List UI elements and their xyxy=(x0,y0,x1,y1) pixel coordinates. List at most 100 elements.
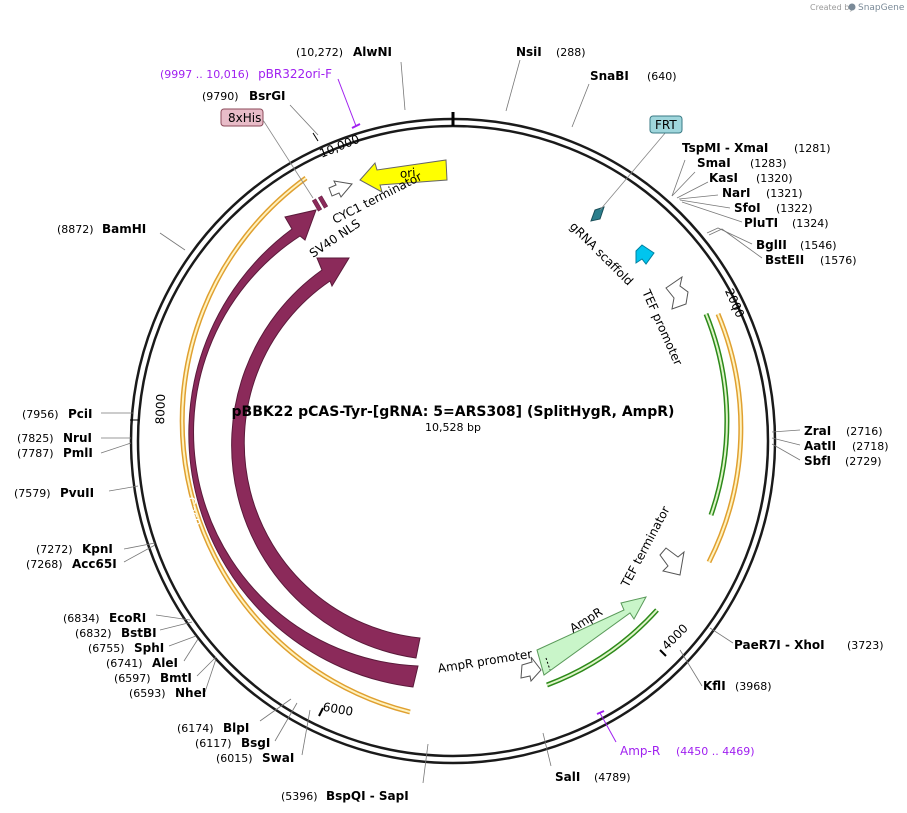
site-name-bmti[interactable]: BmtI xyxy=(160,671,192,685)
site-name-nsii[interactable]: NsiI xyxy=(516,45,542,59)
his-tag-box[interactable] xyxy=(220,108,264,127)
site-pos-snabi: (640) xyxy=(647,70,677,83)
site-name-aatii[interactable]: AatII xyxy=(804,439,836,453)
site-pos-swai: (6015) xyxy=(216,752,253,765)
site-name-ecori[interactable]: EcoRI xyxy=(109,611,146,625)
orf-arc-green-hyg-inner xyxy=(705,313,728,516)
site-pos-bsrgi: (9790) xyxy=(202,90,239,103)
ampr-promoter-arrow[interactable] xyxy=(520,656,542,683)
site-pos-nhei: (6593) xyxy=(129,687,166,700)
tick-label-10000: 10,000 xyxy=(317,132,361,161)
site-pos-alwni: (10,272) xyxy=(296,46,343,59)
site-name-bsrgi[interactable]: BsrGI xyxy=(249,89,286,103)
site-name-bglii[interactable]: BglII xyxy=(756,238,787,252)
primer-ampr-leader xyxy=(599,712,617,743)
credit-brand: SnapGene xyxy=(858,3,905,13)
site-pos-kfli: (3968) xyxy=(735,680,772,693)
site-name-kpni[interactable]: KpnI xyxy=(82,542,113,556)
snapgene-logo-icon xyxy=(848,3,856,11)
tick-label-6000: 6000 xyxy=(322,700,355,719)
ori-label: ori xyxy=(399,166,416,181)
grna-scaffold-label: gRNA scaffold xyxy=(567,219,636,288)
primer-ampr-name: Amp-R xyxy=(620,744,660,758)
tef-promoter-arrow[interactable] xyxy=(665,275,689,310)
site-pos-sali: (4789) xyxy=(594,771,631,784)
cas9-inner-arrow[interactable] xyxy=(231,257,421,659)
site-pos-smai: (1283) xyxy=(750,157,787,170)
site-pos-sphi: (6755) xyxy=(88,642,125,655)
tick-10000 xyxy=(312,132,319,142)
site-pos-bsteii: (1576) xyxy=(820,254,857,267)
site-name-nhei[interactable]: NheI xyxy=(175,686,206,700)
site-name-blpi[interactable]: BlpI xyxy=(223,721,249,735)
ori-arrow[interactable] xyxy=(359,159,448,194)
site-name-kasi[interactable]: KasI xyxy=(709,171,738,185)
site-pos-bmti: (6597) xyxy=(114,672,151,685)
primer-pbr322ori-range: (9997 .. 10,016) xyxy=(160,68,249,81)
site-name-sali[interactable]: SalI xyxy=(555,770,580,784)
site-name-alwni[interactable]: AlwNI xyxy=(353,45,392,59)
site-pos-sbfi: (2729) xyxy=(845,455,882,468)
site-name-pluti[interactable]: PluTI xyxy=(744,216,778,230)
site-name-pvuii[interactable]: PvuII xyxy=(60,486,94,500)
site-name-zrai[interactable]: ZraI xyxy=(804,424,831,438)
site-pos-bamhi: (8872) xyxy=(57,223,94,236)
orf-arc-cas9-inner xyxy=(181,177,411,713)
site-name-pcii[interactable]: PciI xyxy=(68,407,93,421)
site-name-bsgi[interactable]: BsgI xyxy=(241,736,270,750)
orf-arc-hygr-inner xyxy=(708,313,742,563)
primer-ampr-mark xyxy=(596,710,605,715)
his-tag-label: 8xHis xyxy=(228,111,261,125)
site-pos-pcii: (7956) xyxy=(22,408,59,421)
site-pos-bsgi: (6117) xyxy=(195,737,232,750)
site-name-sbfi[interactable]: SbfI xyxy=(804,454,831,468)
site-name-nari[interactable]: NarI xyxy=(722,186,751,200)
frt-box[interactable] xyxy=(649,115,683,134)
site-name-paer7i-xhoi[interactable]: PaeR7I - XhoI xyxy=(734,638,825,652)
site-name-smai[interactable]: SmaI xyxy=(697,156,731,170)
site-name-pmli[interactable]: PmlI xyxy=(63,446,93,460)
cyc1-terminator-arrow[interactable] xyxy=(328,180,353,198)
site-pos-bspqi-sapi: (5396) xyxy=(281,790,318,803)
site-name-bstbi[interactable]: BstBI xyxy=(121,626,157,640)
site-name-alei[interactable]: AleI xyxy=(152,656,178,670)
site-pos-sfoi: (1322) xyxy=(776,202,813,215)
site-name-bamhi[interactable]: BamHI xyxy=(102,222,146,236)
site-pos-aatii: (2718) xyxy=(852,440,889,453)
site-name-sfoi[interactable]: SfoI xyxy=(734,201,761,215)
site-name-acc65i[interactable]: Acc65I xyxy=(72,557,117,571)
cas9-inner-label: Cas9 xyxy=(271,462,292,494)
his-tag-leader xyxy=(262,119,314,199)
site-name-snabi[interactable]: SnaBI xyxy=(590,69,629,83)
tick-6000 xyxy=(318,707,324,717)
site-pos-blpi: (6174) xyxy=(177,722,214,735)
site-pos-tspmi-xmai: (1281) xyxy=(794,142,831,155)
site-pos-nsii: (288) xyxy=(556,46,586,59)
site-pos-nari: (1321) xyxy=(766,187,803,200)
site-name-kfli[interactable]: KflI xyxy=(703,679,726,693)
site-name-tspmi-xmai[interactable]: TspMI - XmaI xyxy=(682,141,768,155)
tick-4000 xyxy=(659,649,667,657)
site-name-bsteii[interactable]: BstEII xyxy=(765,253,804,267)
sv40-nls-mark-2[interactable] xyxy=(317,195,329,209)
tick-label-8000: 8000 xyxy=(153,394,168,425)
grna-scaffold-mark[interactable] xyxy=(590,206,605,222)
site-pos-pmli: (7787) xyxy=(17,447,54,460)
orf-arc-green-amp-inner xyxy=(546,609,658,686)
site-name-nrui[interactable]: NruI xyxy=(63,431,92,445)
plasmid-size: 10,528 bp xyxy=(425,421,481,434)
ampr-arrow[interactable] xyxy=(536,596,647,676)
site-pos-zrai: (2716) xyxy=(846,425,883,438)
site-leaders xyxy=(100,59,801,784)
site-name-sphi[interactable]: SphI xyxy=(134,641,164,655)
sv40-nls-mark-1[interactable] xyxy=(311,198,323,212)
ampr-promoter-label: AmpR promoter xyxy=(437,647,533,676)
primer-ampr-range: (4450 .. 4469) xyxy=(676,745,755,758)
tef-terminator-label: TEF terminator xyxy=(618,504,673,590)
cyan-feature-arrow[interactable] xyxy=(635,244,655,265)
tef-terminator-arrow[interactable] xyxy=(659,547,685,576)
site-name-bspqi-sapi[interactable]: BspQI - SapI xyxy=(326,789,409,803)
site-name-swai[interactable]: SwaI xyxy=(262,751,294,765)
cas9-outer-arrow[interactable] xyxy=(188,209,419,688)
plasmid-title: pBBK22 pCAS-Tyr-[gRNA: 5=ARS308] (SplitH… xyxy=(232,404,675,420)
